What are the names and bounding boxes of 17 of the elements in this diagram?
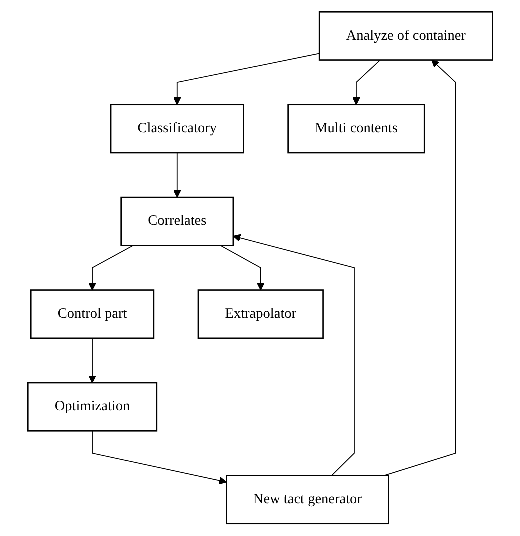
node-box: Analyze of container [318, 11, 493, 61]
node-box: New tact generator [226, 475, 389, 525]
arrow [173, 152, 181, 198]
node-box: Optimization [27, 382, 158, 432]
node-box: Correlates [120, 196, 234, 246]
arrow [220, 245, 264, 291]
arrow [92, 430, 227, 485]
arrow [88, 338, 96, 384]
arrow [173, 53, 320, 106]
node-box: Classificatory [110, 104, 244, 154]
node-box: Control part [30, 290, 154, 340]
node-box: Multi contents [287, 104, 425, 154]
arrow [352, 60, 380, 106]
arrow [384, 60, 456, 476]
arrow [232, 234, 354, 476]
arrow [88, 245, 134, 291]
node-box: Extrapolator [197, 290, 324, 340]
